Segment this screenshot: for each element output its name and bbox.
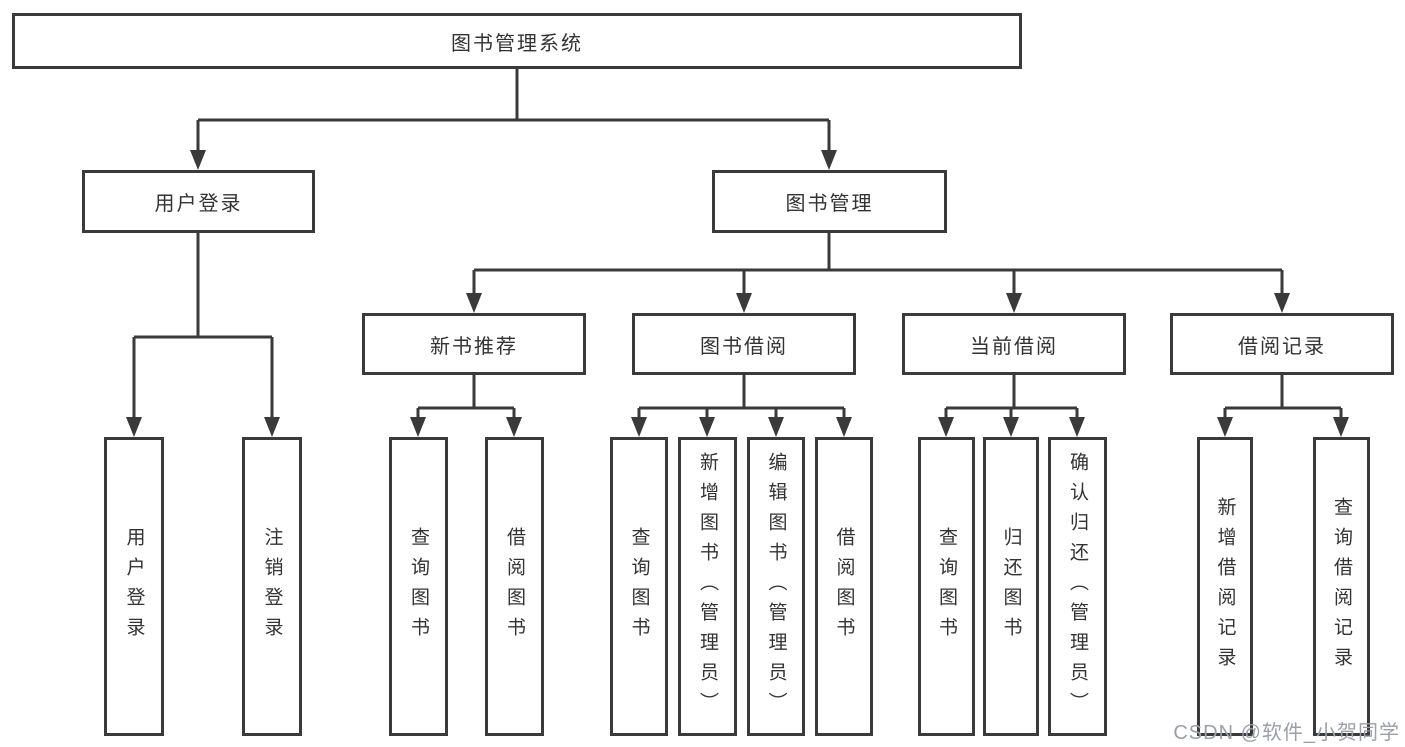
arrowheads: [126, 150, 1349, 437]
leaf-add-borrow-record: 新增借阅记录: [1197, 437, 1253, 736]
node-book-management: 图书管理: [712, 170, 947, 233]
leaf-confirm-return-admin: 确认归还（管理员）: [1048, 437, 1107, 736]
leaf-query-borrow-record: 查询借阅记录: [1313, 437, 1370, 736]
node-root-title: 图书管理系统: [12, 13, 1022, 69]
leaf-logout: 注销登录: [242, 437, 302, 736]
csdn-watermark: CSDN @软件_小贺同学: [1173, 722, 1400, 744]
node-book-borrowing: 图书借阅: [632, 313, 856, 375]
leaf-borrow-books-2: 借阅图书: [815, 437, 873, 736]
node-new-book-recommendation: 新书推荐: [362, 313, 586, 375]
leaf-add-books-admin: 新增图书（管理员）: [678, 437, 737, 736]
leaf-borrow-books-1: 借阅图书: [485, 437, 544, 736]
node-user-login: 用户登录: [82, 170, 315, 233]
leaf-query-books-2: 查询图书: [610, 437, 668, 736]
leaf-edit-books-admin: 编辑图书（管理员）: [747, 437, 805, 736]
leaf-user-login: 用户登录: [104, 437, 164, 736]
leaf-query-books-1: 查询图书: [389, 437, 448, 736]
node-borrowing-records: 借阅记录: [1170, 313, 1394, 375]
node-current-borrowing: 当前借阅: [902, 313, 1126, 375]
leaf-return-books: 归还图书: [983, 437, 1039, 736]
leaf-query-books-3: 查询图书: [918, 437, 975, 736]
